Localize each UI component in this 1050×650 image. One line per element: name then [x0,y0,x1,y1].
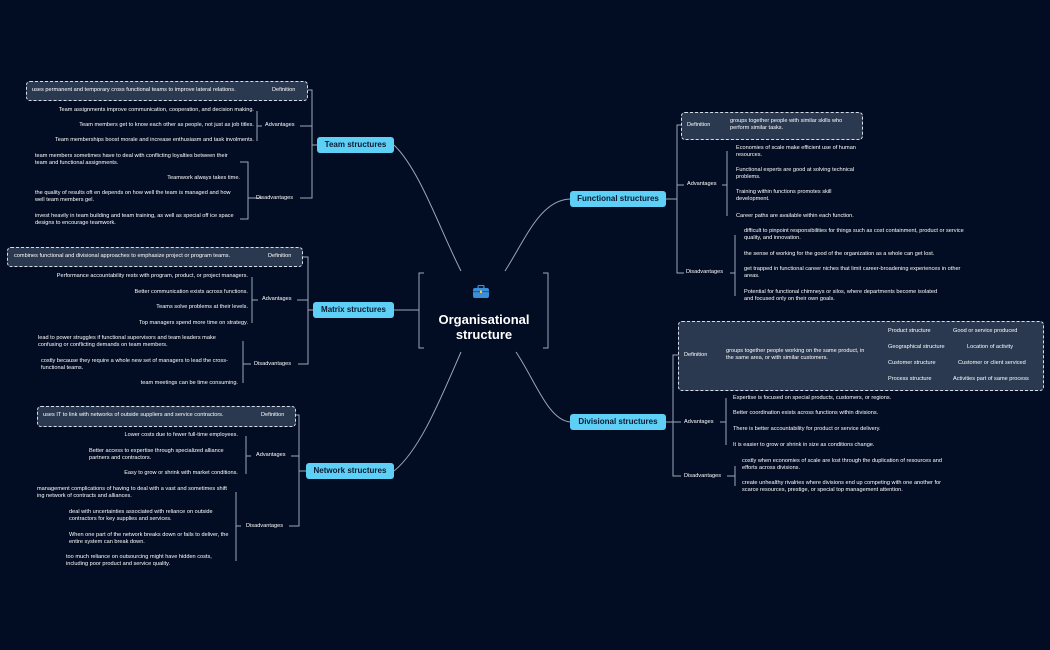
network-definition-label: Definition [261,412,285,418]
functional-advantages-label: Advantages [687,181,717,187]
matrix-disadvantage-item: costly because they require a whole new … [41,358,228,371]
team-advantage-item: Team memberships boost morale and increa… [55,137,254,143]
divisional-type-name: Product structure [888,328,931,334]
team-disadvantages-label: Disadvantages [256,195,294,201]
divisional-disadvantage-item: costly when economies of scale are lost … [742,458,942,471]
divisional-type-name: Process structure [888,376,932,382]
functional-disadvantage-item: get trapped in functional career niches … [744,266,961,279]
matrix-advantage-item: Top managers spend more time on strategy… [138,320,248,326]
functional-advantage-item: Career paths are available within each f… [736,213,854,219]
briefcase-icon [473,285,489,298]
team-advantage-item: Team members get to know each other as p… [79,122,254,128]
topic-network-structures[interactable]: Network structures [306,463,394,479]
network-disadvantage-item: management complications of having to de… [37,486,227,499]
network-disadvantages-label: Disadvantages [246,523,284,529]
team-disadvantage-item: invest heavily in team building and team… [35,213,234,226]
network-disadvantage-item: too much reliance on outsourcing might h… [66,554,212,567]
divisional-type-name: Customer structure [888,360,936,366]
matrix-disadvantages-label: Disadvantages [254,361,292,367]
divisional-definition-text: groups together people working on the sa… [726,348,865,361]
functional-advantage-item: Training within functions promotes skill… [736,189,832,202]
network-advantage-item: Easy to grow or shrink with market condi… [124,470,238,476]
divisional-advantage-item: Expertise is focused on special products… [733,395,892,401]
topic-functional-structures[interactable]: Functional structures [570,191,666,207]
divisional-type-basis: Location of activity [967,344,1014,350]
matrix-definition-label: Definition [268,253,292,259]
functional-advantage-item: Functional experts are good at solving t… [736,167,855,180]
divisional-type-basis: Customer or client serviced [958,360,1026,366]
divisional-definition-box [678,321,1044,391]
divisional-advantages-label: Advantages [684,419,714,425]
network-advantage-item: Better access to expertise through speci… [89,448,224,461]
divisional-disadvantages-label: Disadvantages [684,473,722,479]
matrix-advantage-item: Teams solve problems at their levels. [156,304,248,310]
divisional-type-name: Geographical structure [888,344,945,350]
matrix-advantage-item: Better communication exists across funct… [134,289,248,295]
team-disadvantage-item: the quality of results oft en depends on… [35,190,231,203]
team-disadvantage-item: Teamwork always takes time. [167,175,240,181]
network-disadvantage-item: When one part of the network breaks down… [69,532,229,545]
functional-definition-box [681,112,863,140]
network-advantages-label: Advantages [256,452,286,458]
team-disadvantage-item: team members sometimes have to deal with… [35,153,228,166]
matrix-definition-box [7,247,303,267]
functional-definition-label: Definition [687,122,711,128]
matrix-disadvantage-item: team meetings can be time consuming. [140,380,238,386]
divisional-advantage-item: There is better accountability for produ… [733,426,881,432]
divisional-definition-label: Definition [684,352,708,358]
divisional-type-basis: Activities part of same process [953,376,1029,382]
divisional-type-basis: Good or service produced [953,328,1018,334]
team-definition-text: uses permanent and temporary cross funct… [32,87,236,93]
team-definition-box [26,81,308,101]
network-definition-box [37,406,296,427]
topic-matrix-structures[interactable]: Matrix structures [313,302,394,318]
functional-disadvantage-item: Potential for functional chimneys or sil… [744,289,938,302]
team-advantages-label: Advantages [265,122,295,128]
topic-divisional-structures[interactable]: Divisional structures [570,414,666,430]
team-definition-label: Definition [272,87,296,93]
functional-advantage-item: Economies of scale make efficient use of… [736,145,856,158]
functional-disadvantage-item: difficult to pinpoint responsibilities f… [744,228,964,241]
network-disadvantage-item: deal with uncertainties associated with … [69,509,213,522]
functional-disadvantage-item: the sense of working for the good of the… [744,251,935,257]
divisional-advantage-item: It is easier to grow or shrink in size a… [733,442,875,448]
matrix-definition-text: combines functional and divisional appro… [14,253,231,259]
divisional-disadvantage-item: create unhealthy rivalries where divisio… [742,480,942,493]
team-advantage-item: Team assignments improve communication, … [58,107,254,113]
functional-definition-text: groups together people with similar skil… [730,118,843,131]
matrix-advantage-item: Performance accountability rests with pr… [56,273,248,279]
topic-team-structures[interactable]: Team structures [317,137,394,153]
functional-disadvantages-label: Disadvantages [686,269,724,275]
matrix-disadvantage-item: lead to power struggles if functional su… [38,335,216,348]
network-advantage-item: Lower costs due to fewer full-time emplo… [124,432,238,438]
center-title: Organisational structure [438,312,530,342]
divisional-advantage-item: Better coordination exists across functi… [733,410,879,416]
matrix-advantages-label: Advantages [262,296,292,302]
network-definition-text: uses IT to link with networks of outside… [43,412,224,418]
